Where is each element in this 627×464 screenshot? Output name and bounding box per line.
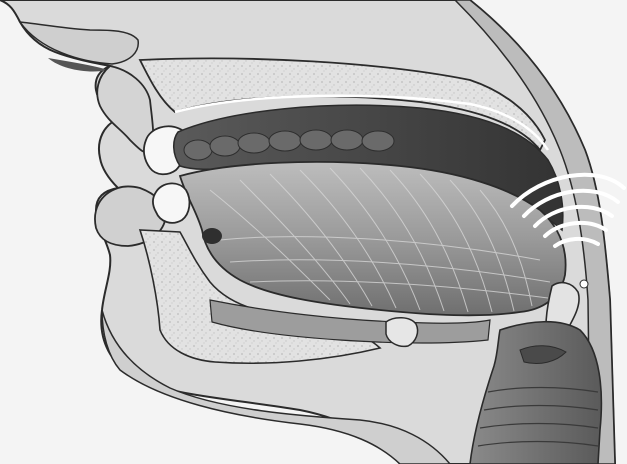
sublingual-pocket — [202, 228, 222, 244]
hyoid-bone — [386, 318, 418, 347]
lower-incisor — [153, 183, 189, 222]
articulation-point — [580, 280, 588, 288]
